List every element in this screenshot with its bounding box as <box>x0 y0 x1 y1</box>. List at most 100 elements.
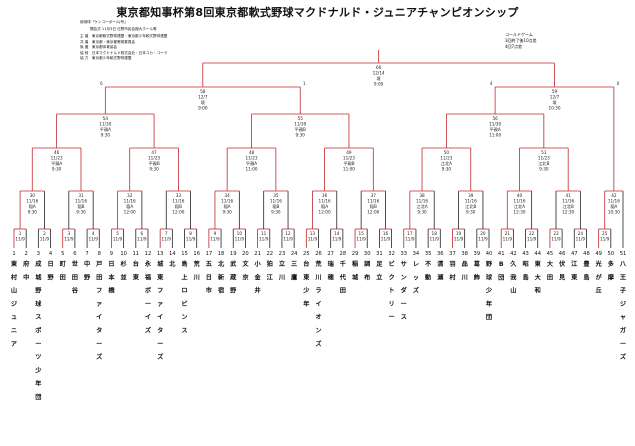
team-name-char: 羽 <box>449 260 455 268</box>
team-name-char: フ <box>96 288 102 295</box>
match-date: 11/9 <box>454 237 464 242</box>
match-date: 11/16 <box>172 199 184 204</box>
team-name-char: 飾 <box>474 273 480 281</box>
match-number: 22 <box>529 231 535 236</box>
team-name-char: 日 <box>47 261 53 268</box>
match-number: 21 <box>505 231 511 236</box>
match-venue: 江北B <box>563 203 574 210</box>
match-time: 9:30 <box>466 210 476 215</box>
team-number: 6 <box>73 251 76 257</box>
team-number: 14 <box>169 251 176 257</box>
match-venue: 稲B <box>370 203 377 210</box>
team-name-char: 立 <box>279 260 285 268</box>
match-time: 12:00 <box>319 210 331 215</box>
team-number: 15 <box>181 251 188 257</box>
team-number: 46 <box>559 251 566 257</box>
team-number: 27 <box>327 251 334 257</box>
team-name-char: 王 <box>620 274 627 281</box>
match-date: 11/9 <box>40 237 50 242</box>
team-name-char: ァ <box>96 301 102 308</box>
team-name-char: ニ <box>11 328 17 335</box>
team-number: 29 <box>352 251 359 257</box>
team-name-char: ビ <box>181 300 187 308</box>
match-number: 14 <box>334 231 340 236</box>
team-name-char: 文 <box>242 260 249 268</box>
match-number: 20 <box>480 231 486 236</box>
match-venue: 境 <box>552 99 556 106</box>
team-name-char: 江 <box>267 273 274 281</box>
match-time: 9:00 <box>198 106 208 111</box>
match-number: 46 <box>54 150 60 155</box>
team-name-char: ー <box>388 314 394 321</box>
match-number: 51 <box>541 150 547 155</box>
team-name-char: ジ <box>620 301 627 308</box>
team-number: 30 <box>364 251 371 257</box>
team-name-char: 戸 <box>96 260 102 268</box>
match-date: 11/9 <box>186 237 196 242</box>
team-name-char: 瑞 <box>328 260 335 268</box>
match-date: 11/16 <box>221 199 233 204</box>
match-date: 11/9 <box>113 237 123 242</box>
team-name-char: ロ <box>181 288 187 295</box>
match-number: 15 <box>358 231 364 236</box>
team-name-char: B <box>499 261 504 268</box>
match-date: 11/9 <box>283 237 293 242</box>
match-number: 37 <box>371 193 377 198</box>
team-name-char: ス <box>181 328 187 335</box>
team-name-char: ズ <box>96 353 103 361</box>
team-name-char: 清 <box>437 260 444 268</box>
team-name-char: ー <box>35 341 41 348</box>
team-number: 12 <box>145 251 152 257</box>
team-name-char: 金 <box>254 273 262 281</box>
match-date: 11/30 <box>99 122 111 127</box>
match-venue: 平親B <box>148 160 159 167</box>
team-name-char: 団 <box>35 393 41 401</box>
match-venue: 稲B <box>175 203 182 210</box>
match-number: 13 <box>310 231 316 236</box>
match-date: 11/16 <box>367 199 379 204</box>
team-number: 23 <box>279 251 286 257</box>
team-number: 38 <box>461 251 468 257</box>
score: 6 <box>100 81 103 86</box>
match-date: 11/9 <box>210 237 220 242</box>
team-name-char: 島 <box>522 273 528 281</box>
team-number: 43 <box>522 251 529 257</box>
team-name-char: 稲 <box>352 260 359 268</box>
team-name-char: 中 <box>84 260 90 268</box>
team-name-char: 本 <box>108 273 115 281</box>
match-time: 12:30 <box>562 210 574 215</box>
team-name-char: 昭 <box>522 260 528 268</box>
match-date: 11/16 <box>416 199 428 204</box>
team-name-char: 荒 <box>314 260 322 268</box>
team-name-char: 東 <box>157 273 164 281</box>
team-name-char: 和 <box>534 287 541 295</box>
team-number: 45 <box>547 251 554 257</box>
organizer-line: 主 催 東京都軟式野球連盟・東京都少年軟式野球連盟 <box>80 34 168 38</box>
team-name-char: ポ <box>35 327 41 335</box>
match-date: 11/9 <box>332 237 342 242</box>
match-number: 23 <box>553 231 559 236</box>
team-name-char: 田 <box>96 274 102 281</box>
match-date: 11/16 <box>465 199 477 204</box>
team-name-char: 市 <box>206 287 213 295</box>
team-name-char: 鷹 <box>291 273 298 281</box>
match-time: 9:30 <box>76 210 86 215</box>
team-name-char: 東 <box>133 273 140 281</box>
team-name-char: 子 <box>620 288 627 295</box>
team-name-char: ビ <box>388 260 394 268</box>
team-name-char: ボ <box>145 287 152 295</box>
team-name-char: 球 <box>486 273 493 281</box>
match-date: 11/9 <box>551 237 561 242</box>
team-name-char: レ <box>413 261 419 268</box>
score: 0 <box>617 81 620 86</box>
organizer-line: 協 力 東京都少年軟式野球連盟 <box>80 56 132 61</box>
ball-info: 使用球「ケンコーボールJ号」 <box>80 20 128 24</box>
match-time: 9:30 <box>417 210 427 215</box>
match-number: 17 <box>407 231 413 236</box>
team-name-char: ズ <box>315 340 322 348</box>
team-name-char: 城 <box>35 273 42 281</box>
match-venue: 稲A <box>29 203 36 210</box>
match-number: 42 <box>611 193 617 198</box>
match-date: 11/9 <box>259 237 269 242</box>
team-name-char: 上 <box>181 273 188 281</box>
